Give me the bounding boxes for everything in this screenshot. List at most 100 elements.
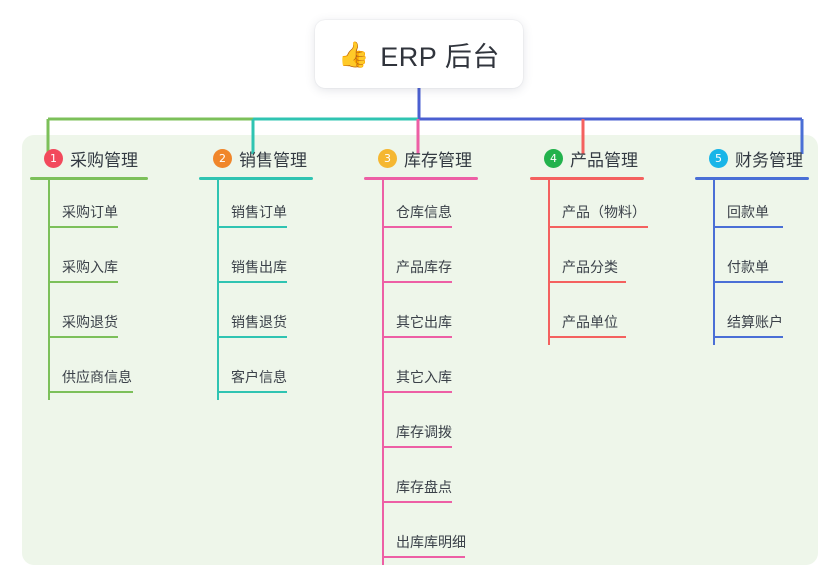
branch-item[interactable]: 采购入库 — [30, 235, 148, 290]
branch-title: 库存管理 — [404, 150, 472, 170]
branch-item-label: 仓库信息 — [396, 204, 452, 220]
branch-item-label: 库存调拨 — [396, 424, 452, 440]
branch-item-label: 产品分类 — [562, 259, 618, 275]
branch-item[interactable]: 库存盘点 — [364, 455, 478, 510]
branch-item[interactable]: 付款单 — [695, 235, 809, 290]
branch-spine — [48, 180, 50, 400]
branch-item-label: 出库库明细 — [396, 534, 466, 550]
branch-item[interactable]: 仓库信息 — [364, 180, 478, 235]
branch-item-underline — [217, 336, 287, 338]
branch-item-label: 采购入库 — [62, 259, 118, 275]
branch-4: 4 产品管理产品（物料） 产品分类产品单位 — [530, 145, 648, 345]
branch-number-badge: 5 — [709, 148, 728, 168]
branch-item-label: 付款单 — [727, 259, 769, 275]
branch-spine — [382, 180, 384, 565]
branch-item[interactable]: 库存调拨 — [364, 400, 478, 455]
branch-item[interactable]: 产品单位 — [530, 290, 644, 345]
branch-item-label: 供应商信息 — [62, 369, 132, 385]
branch-3: 3 库存管理仓库信息产品库存其它出库其它入库库存调拨库存盘点出库库明细 — [364, 145, 478, 565]
branch-item[interactable]: 产品（物料） — [530, 180, 648, 235]
branch-header[interactable]: 4 产品管理 — [530, 145, 644, 171]
branch-item-underline — [48, 226, 118, 228]
branch-item-label: 库存盘点 — [396, 479, 452, 495]
branch-item-underline — [382, 556, 465, 558]
branch-item-underline — [548, 336, 626, 338]
branch-item-label: 采购退货 — [62, 314, 118, 330]
branch-item-label: 其它入库 — [396, 369, 452, 385]
branch-number-badge: 4 — [544, 148, 563, 168]
branch-item-underline — [548, 281, 626, 283]
branch-item-underline — [382, 281, 452, 283]
branch-item[interactable]: 销售订单 — [199, 180, 313, 235]
branch-item-label: 其它出库 — [396, 314, 452, 330]
branch-title: 产品管理 — [570, 150, 638, 170]
branch-item-underline — [217, 226, 287, 228]
branch-item[interactable]: 销售退货 — [199, 290, 313, 345]
branch-item-underline — [217, 391, 287, 393]
branch-item-underline — [382, 391, 452, 393]
branch-underline — [30, 177, 148, 180]
branch-underline — [530, 177, 644, 180]
branch-item[interactable]: 出库库明细 — [364, 510, 478, 565]
branch-items: 销售订单销售出库销售退货客户信息 — [199, 180, 313, 400]
branch-item[interactable]: 采购订单 — [30, 180, 148, 235]
branch-item[interactable]: 供应商信息 — [30, 345, 148, 400]
branch-item[interactable]: 产品分类 — [530, 235, 644, 290]
branch-item-underline — [713, 226, 783, 228]
branch-item-underline — [382, 501, 452, 503]
branch-item-label: 客户信息 — [231, 369, 287, 385]
branch-item[interactable]: 采购退货 — [30, 290, 148, 345]
branch-title: 销售管理 — [239, 150, 307, 170]
branch-title: 采购管理 — [70, 150, 138, 170]
branch-header[interactable]: 5 财务管理 — [695, 145, 809, 171]
branch-item-underline — [382, 336, 452, 338]
branch-item[interactable]: 其它出库 — [364, 290, 478, 345]
branch-underline — [364, 177, 478, 180]
branch-item-underline — [713, 281, 783, 283]
branch-item-label: 回款单 — [727, 204, 769, 220]
branch-item-underline — [48, 281, 118, 283]
branch-item[interactable]: 其它入库 — [364, 345, 478, 400]
branch-number-badge: 1 — [44, 148, 63, 168]
branch-item[interactable]: 回款单 — [695, 180, 809, 235]
branch-items: 回款单付款单结算账户 — [695, 180, 809, 345]
branch-item-underline — [382, 446, 452, 448]
branch-items: 采购订单采购入库采购退货供应商信息 — [30, 180, 148, 400]
branch-item-label: 产品单位 — [562, 314, 618, 330]
branch-item[interactable]: 客户信息 — [199, 345, 313, 400]
branch-item-label: 结算账户 — [727, 314, 783, 330]
branch-item[interactable]: 销售出库 — [199, 235, 313, 290]
branch-header[interactable]: 3 库存管理 — [364, 145, 478, 171]
branch-items: 仓库信息产品库存其它出库其它入库库存调拨库存盘点出库库明细 — [364, 180, 478, 565]
branch-item-label: 产品库存 — [396, 259, 452, 275]
branch-header[interactable]: 1 采购管理 — [30, 145, 148, 171]
branch-number-badge: 3 — [378, 148, 397, 168]
branch-item-underline — [548, 226, 648, 228]
branch-title: 财务管理 — [735, 150, 803, 170]
branch-item[interactable]: 产品库存 — [364, 235, 478, 290]
root-node[interactable]: 👍 ERP 后台 — [315, 20, 523, 88]
branch-item-label: 销售订单 — [231, 204, 287, 220]
branches-panel — [22, 135, 818, 565]
branch-item-label: 采购订单 — [62, 204, 118, 220]
branch-item-label: 销售出库 — [231, 259, 287, 275]
branch-item-underline — [382, 226, 452, 228]
thumbs-up-icon: 👍 — [338, 39, 370, 69]
branch-item-underline — [713, 336, 783, 338]
branch-item-underline — [217, 281, 287, 283]
branch-underline — [695, 177, 809, 180]
branch-spine — [713, 180, 715, 345]
branch-item[interactable]: 结算账户 — [695, 290, 809, 345]
branch-5: 5 财务管理回款单付款单结算账户 — [695, 145, 809, 345]
branch-1: 1 采购管理采购订单采购入库采购退货供应商信息 — [30, 145, 148, 400]
branch-spine — [548, 180, 550, 345]
branch-item-label: 销售退货 — [231, 314, 287, 330]
branch-item-underline — [48, 391, 133, 393]
branch-spine — [217, 180, 219, 400]
branch-item-underline — [48, 336, 118, 338]
root-title: ERP 后台 — [380, 41, 500, 72]
branch-items: 产品（物料） 产品分类产品单位 — [530, 180, 648, 345]
